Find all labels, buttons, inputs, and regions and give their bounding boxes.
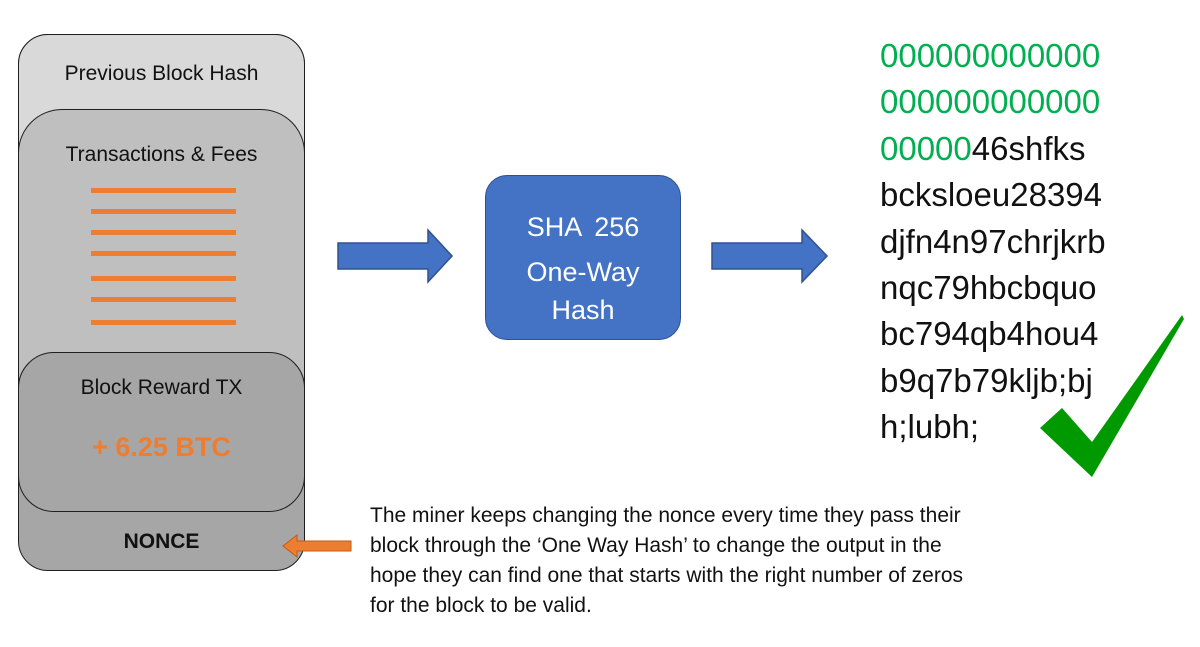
transaction-line (91, 276, 236, 281)
transactions-label: Transactions & Fees (65, 143, 258, 166)
hash-leading-zeros: 000000000000 (880, 37, 1101, 74)
right-arrow-icon (337, 228, 454, 284)
hash-output-text: 46shfks (971, 129, 1086, 167)
block-reward-label: Block Reward TX (80, 376, 243, 399)
hash-leading-zeros: 00000 (880, 129, 972, 167)
left-arrow-icon (282, 533, 352, 559)
transaction-line (91, 209, 236, 214)
caption-line: block through the ‘One Way Hash’ to chan… (370, 534, 942, 557)
hash-leading-zeros: 000000000000 (880, 83, 1101, 121)
hash-function-label: Hash (551, 295, 615, 325)
block-reward-section: Block Reward TX + 6.25 BTC (18, 352, 305, 512)
hash-function-box: SHA 256 One-Way Hash (485, 175, 681, 340)
previous-block-hash-label: Previous Block Hash (64, 62, 259, 85)
transaction-line (91, 251, 236, 256)
caption-line: The miner keeps changing the nonce every… (370, 504, 961, 527)
caption-line: for the block to be valid. (370, 594, 592, 617)
hash-output-line: bcksloeu28394 (880, 176, 1103, 214)
hash-output-line: b9q7b79kljb;bj (880, 361, 1093, 399)
transaction-line (91, 297, 236, 302)
block-reward-amount: + 6.25 BTC (92, 432, 231, 462)
transaction-line (91, 188, 236, 193)
hash-output: 000000000000 000000000000 0000046shfks b… (880, 33, 1106, 451)
right-arrow-icon (711, 228, 829, 284)
hash-output-line: h;lubh; (880, 408, 980, 446)
hash-function-name: SHA 256 (526, 212, 640, 242)
hash-function-type: One-Way (526, 257, 640, 287)
hash-output-line: djfn4n97chrjkrb (880, 222, 1106, 260)
checkmark-icon (1040, 315, 1184, 477)
explanation-caption: The miner keeps changing the nonce every… (370, 501, 963, 621)
transaction-line (91, 230, 236, 235)
transaction-line (91, 320, 236, 325)
hash-output-line: bc794qb4hou4 (880, 315, 1099, 353)
caption-line: hope they can find one that starts with … (370, 564, 964, 587)
nonce-label: NONCE (123, 530, 200, 553)
hash-output-line: nqc79hbcbquo (880, 268, 1097, 306)
